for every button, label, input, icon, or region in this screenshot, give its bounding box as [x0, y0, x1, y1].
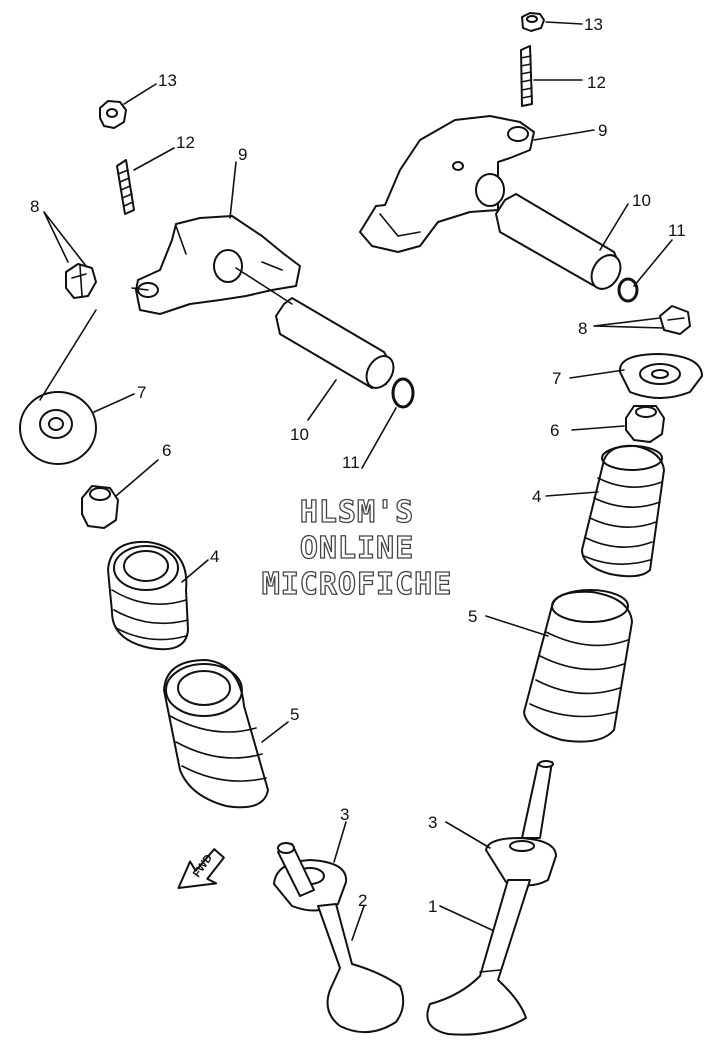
callout-13-right: 13	[584, 15, 603, 34]
retainer-right	[618, 353, 703, 399]
callout-8-left: 8	[30, 197, 39, 216]
callout-5-left: 5	[290, 705, 299, 724]
callout-6-right: 6	[550, 421, 559, 440]
nut-left	[99, 100, 127, 129]
rocker-shaft-left	[275, 297, 395, 389]
rocker-shaft-right	[495, 193, 622, 290]
callout-7-right: 7	[552, 369, 561, 388]
watermark: HLSM'S ONLINE MICROFICHE	[261, 494, 453, 602]
seal-right	[625, 405, 665, 443]
callout-8-right: 8	[578, 319, 587, 338]
watermark-line-3: MICROFICHE	[262, 567, 453, 602]
callout-7-left: 7	[137, 383, 146, 402]
inner-spring-right	[581, 444, 665, 578]
outer-spring-left	[163, 659, 269, 809]
cotters-left	[65, 263, 97, 299]
callout-13-left: 13	[158, 71, 177, 90]
seal-left	[81, 485, 119, 529]
callout-11-left: 11	[342, 453, 360, 472]
retainer-left	[19, 391, 97, 465]
watermark-line-1: HLSM'S	[300, 495, 414, 530]
callout-12-left: 12	[176, 133, 195, 152]
rocker-arm-right	[359, 115, 535, 253]
intake-valve	[277, 842, 405, 1033]
callout-4-left: 4	[210, 547, 219, 566]
exhaust-valve	[426, 760, 554, 1036]
nut-right	[521, 12, 545, 32]
outer-spring-right	[523, 589, 633, 743]
inner-spring-left	[107, 540, 189, 651]
callout-9-right: 9	[598, 121, 607, 140]
callout-5-right: 5	[468, 607, 477, 626]
fwd-arrow-icon: FWD	[177, 848, 225, 889]
watermark-line-2: ONLINE	[300, 531, 414, 566]
callout-3-left: 3	[340, 805, 349, 824]
callout-11-right: 11	[668, 221, 686, 240]
adjuster-screw-right	[520, 45, 533, 107]
callout-3-right: 3	[428, 813, 437, 832]
callout-10-right: 10	[632, 191, 651, 210]
oring-left	[391, 377, 415, 409]
rocker-arm-left	[135, 215, 301, 315]
cotters-right	[659, 305, 691, 335]
callout-9-left: 9	[238, 145, 247, 164]
leader-lines	[39, 21, 673, 941]
callout-12-right: 12	[587, 73, 606, 92]
callout-10-left: 10	[290, 425, 309, 444]
oring-right	[617, 277, 639, 303]
callout-1: 1	[428, 897, 437, 916]
adjuster-screw-left	[116, 159, 135, 215]
callout-2: 2	[358, 891, 367, 910]
valve-seal-right	[485, 837, 557, 887]
callout-6-left: 6	[162, 441, 171, 460]
callout-4-right: 4	[532, 487, 541, 506]
